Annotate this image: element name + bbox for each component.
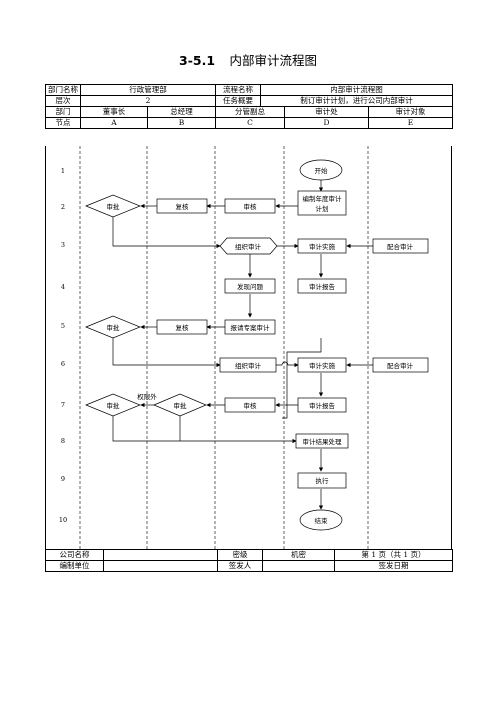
approve-c2-label: 审核 bbox=[244, 202, 258, 211]
organize-c6-label: 组织审计 bbox=[235, 361, 262, 370]
approve-c7-label: 审核 bbox=[244, 401, 258, 410]
company-value bbox=[103, 549, 218, 561]
start-label: 开始 bbox=[315, 166, 329, 175]
secret-value: 机密 bbox=[262, 549, 335, 561]
arrow-ceo-to-organize-6 bbox=[112, 338, 221, 368]
issuer-value bbox=[262, 560, 335, 572]
authority-note: 权限外 bbox=[137, 392, 157, 401]
approve-a7-label: 审批 bbox=[107, 401, 121, 410]
find-box-c4 bbox=[224, 278, 276, 294]
row-number-2: 2 bbox=[61, 203, 65, 211]
implement-box-d6 bbox=[297, 357, 347, 373]
approve-diamond-b7 bbox=[153, 393, 207, 417]
row-number-4: 4 bbox=[61, 283, 65, 291]
header-table: 部门名称 行政管理部 流程名称 内部审计流程图 层次 2 任务概要 制订审计计划… bbox=[45, 84, 454, 129]
report-box-d4 bbox=[297, 278, 347, 294]
end-label: 结束 bbox=[315, 516, 329, 525]
arrow-report4-loop bbox=[282, 338, 322, 419]
footer-table: 公司名称 密级 机密 第 1 页（共 1 页） 编制单位 签发人 签发日期 bbox=[45, 549, 453, 572]
node-col-c: C bbox=[215, 117, 285, 129]
row-number-6: 6 bbox=[61, 360, 65, 368]
approve-a5-label: 审批 bbox=[107, 323, 121, 332]
end-terminal bbox=[299, 509, 343, 531]
start-terminal bbox=[299, 159, 343, 181]
page-title: 3-5.1 内部审计流程图 bbox=[0, 50, 496, 69]
plan-box bbox=[297, 190, 347, 216]
approve-diamond-a7 bbox=[85, 393, 141, 417]
date-label: 签发日期 bbox=[378, 561, 409, 571]
lane-separators bbox=[79, 146, 369, 549]
report-box-d7 bbox=[297, 397, 347, 413]
organize-c3-label: 组织审计 bbox=[235, 242, 262, 251]
connectors bbox=[112, 180, 373, 510]
review-box-b2 bbox=[156, 198, 208, 214]
row-number-7: 7 bbox=[61, 401, 65, 409]
row-number-5: 5 bbox=[61, 322, 65, 330]
header-row-node: 节点 A B C D E bbox=[45, 117, 454, 129]
cooperate-e6-label: 配合审计 bbox=[387, 361, 414, 370]
implement-box-d3 bbox=[297, 238, 347, 254]
footer-row-1: 公司名称 密级 机密 第 1 页（共 1 页） bbox=[45, 549, 453, 561]
result-box-d8 bbox=[295, 433, 349, 449]
special-box-c5 bbox=[224, 319, 276, 335]
organize-box-c6 bbox=[219, 357, 277, 373]
row-number-1: 1 bbox=[61, 167, 65, 175]
approve-diamond-a5 bbox=[85, 315, 141, 339]
flowchart-frame bbox=[45, 146, 452, 549]
row-number-9: 9 bbox=[61, 475, 65, 483]
review-box-b5 bbox=[156, 319, 208, 335]
arrow-ceo-to-organize bbox=[112, 217, 221, 249]
review-b5-label: 复核 bbox=[176, 323, 190, 332]
execute-d9-label: 执行 bbox=[316, 476, 330, 485]
title-number: 3-5.1 bbox=[179, 53, 216, 68]
cooperate-box-e6 bbox=[372, 357, 429, 373]
date-cell: 签发日期 bbox=[334, 560, 453, 572]
plan-label-1: 编制年度审计 bbox=[303, 194, 343, 203]
row-number-8: 8 bbox=[61, 437, 65, 445]
implement-d3-label: 审计实施 bbox=[309, 242, 336, 251]
cooperate-box-e3 bbox=[372, 238, 429, 254]
report-d4-label: 审计报告 bbox=[309, 282, 336, 291]
row-numbers: 1 2 3 4 5 6 7 8 9 10 bbox=[59, 167, 67, 524]
report-d7-label: 审计报告 bbox=[309, 401, 336, 410]
unit-value bbox=[103, 560, 218, 572]
issuer-label: 签发人 bbox=[217, 560, 263, 572]
approve-box-c7 bbox=[224, 397, 276, 413]
row-number-10: 10 bbox=[59, 516, 67, 524]
implement-d6-label: 审计实施 bbox=[309, 361, 336, 370]
result-d8-label: 审计结果处理 bbox=[303, 437, 343, 446]
find-c4-label: 发现问题 bbox=[237, 282, 264, 291]
arrow-ceo7-to-result bbox=[112, 416, 297, 444]
footer-row-2: 编制单位 签发人 签发日期 bbox=[45, 560, 453, 572]
arrow-organize6-to-implement6 bbox=[276, 361, 299, 368]
cooperate-e3-label: 配合审计 bbox=[387, 242, 414, 251]
special-c5-label: 报请专案审计 bbox=[231, 323, 271, 332]
header-row-2: 层次 2 任务概要 制订审计计划，进行公司内部审计 bbox=[45, 95, 454, 107]
page-text: 第 1 页（共 1 页） bbox=[334, 549, 453, 561]
unit-label: 编制单位 bbox=[45, 560, 104, 572]
title-name: 内部审计流程图 bbox=[229, 53, 317, 68]
company-label: 公司名称 bbox=[45, 549, 104, 561]
approve-b7-label: 审批 bbox=[174, 401, 188, 410]
organize-hexagon-c3 bbox=[219, 237, 278, 255]
execute-box-d9 bbox=[297, 472, 347, 489]
node-col-e: E bbox=[367, 117, 454, 129]
secret-label: 密级 bbox=[217, 549, 263, 561]
approve-box-c2 bbox=[224, 198, 276, 214]
approve-a2-label: 审批 bbox=[107, 202, 121, 211]
plan-label-2: 计划 bbox=[316, 204, 329, 213]
header-row-1: 部门名称 行政管理部 流程名称 内部审计流程图 bbox=[45, 84, 454, 96]
review-b2-label: 复核 bbox=[176, 202, 190, 211]
row-number-3: 3 bbox=[61, 241, 65, 249]
approve-diamond-a2 bbox=[85, 194, 141, 218]
